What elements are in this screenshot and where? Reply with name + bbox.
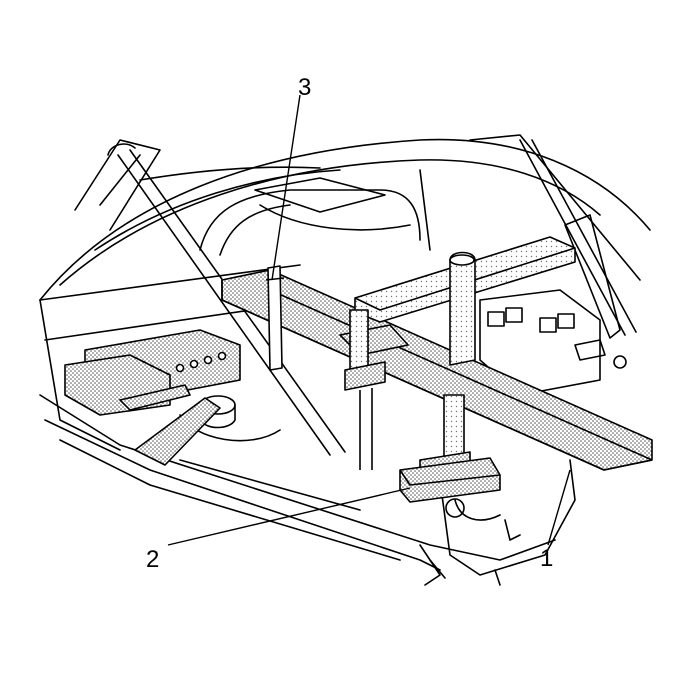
right-vertical-post bbox=[449, 251, 476, 366]
callout-3: 3 bbox=[298, 74, 312, 101]
callout-2: 2 bbox=[146, 546, 160, 573]
center-post-clamp bbox=[339, 309, 409, 470]
lift-strap bbox=[265, 265, 285, 371]
support-pad bbox=[399, 394, 501, 503]
hood-outline bbox=[39, 134, 651, 451]
engine-cover bbox=[254, 177, 411, 231]
relay-box bbox=[479, 289, 627, 396]
radiator-support bbox=[39, 394, 556, 586]
frame-cradle bbox=[439, 459, 576, 586]
left-tie-strap bbox=[119, 384, 221, 466]
leader-line-3 bbox=[271, 94, 301, 281]
callout-1: 1 bbox=[540, 545, 554, 572]
leader-line-2 bbox=[167, 487, 411, 546]
right-hood-strut bbox=[519, 139, 637, 339]
leader-line-1 bbox=[547, 469, 571, 546]
